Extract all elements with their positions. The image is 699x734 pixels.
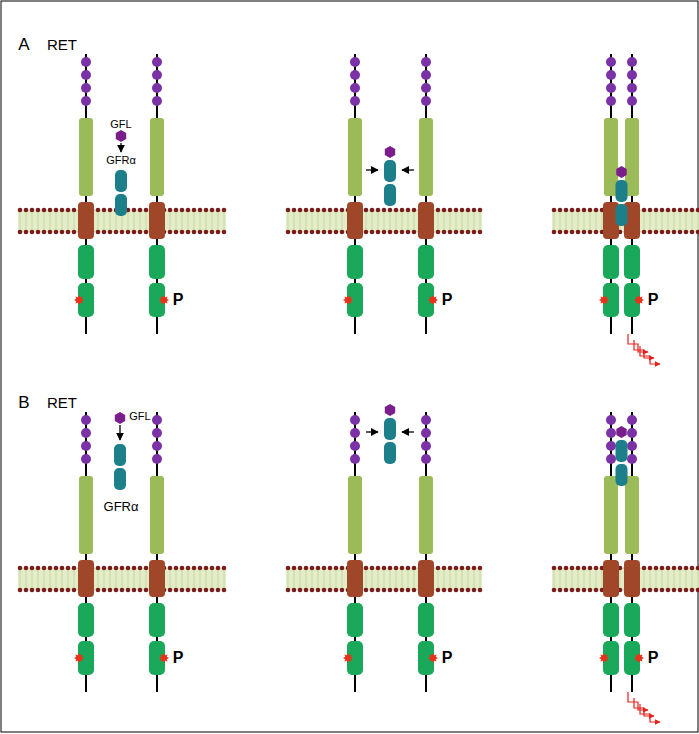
ret-receptor: [149, 54, 165, 334]
gfl-ligand: [616, 426, 626, 438]
phospho-label: P: [442, 292, 453, 308]
membrane: [18, 566, 227, 593]
signal-arrow: [634, 698, 654, 716]
phospho-label: P: [173, 650, 184, 666]
ret-receptor: [78, 54, 94, 334]
phosphate-mark: [343, 295, 353, 305]
motion-arrow: [366, 169, 378, 170]
motion-arrow: [402, 169, 414, 170]
panel-letter: B: [18, 394, 29, 411]
phospho-label: P: [648, 292, 659, 308]
membrane: [286, 208, 483, 235]
phosphate-mark: [634, 653, 644, 663]
motion-arrow: [119, 425, 120, 440]
ret-receptor: [347, 412, 363, 692]
gfl-ligand: [115, 412, 125, 424]
ret-receptor: [347, 54, 363, 334]
ret-receptor: [149, 412, 165, 692]
gfr-alpha: [616, 180, 628, 226]
gfr-alpha: [115, 170, 127, 216]
signal-arrow: [640, 346, 660, 364]
gfr-alpha: [384, 160, 396, 206]
gfl-ligand: [616, 166, 626, 178]
phosphate-mark: [74, 653, 84, 663]
phosphate-mark: [74, 295, 84, 305]
gfl-ligand: [385, 404, 395, 416]
signal-arrow: [634, 340, 654, 358]
motion-arrow: [120, 143, 121, 152]
phosphate-mark: [343, 653, 353, 663]
ligand-label: GFL: [129, 411, 150, 422]
gfl-ligand: [385, 146, 395, 158]
phosphate-mark: [428, 653, 438, 663]
motion-arrow: [402, 431, 414, 432]
ret-receptor: [418, 412, 434, 692]
coreceptor-label: GFRα: [104, 500, 139, 513]
receptor-label: RET: [47, 37, 77, 52]
phosphate-mark: [159, 295, 169, 305]
membrane: [286, 566, 483, 593]
ligand-label: GFL: [110, 119, 131, 130]
panel-letter: A: [18, 36, 29, 53]
phospho-label: P: [173, 292, 184, 308]
ret-receptor: [78, 412, 94, 692]
phosphate-mark: [428, 295, 438, 305]
motion-arrow: [366, 431, 378, 432]
ret-receptor: [418, 54, 434, 334]
phosphate-mark: [599, 295, 609, 305]
phosphate-mark: [599, 653, 609, 663]
receptor-label: RET: [47, 395, 77, 410]
gfr-alpha: [114, 444, 126, 490]
signal-arrow: [628, 692, 648, 710]
gfr-alpha: [384, 418, 396, 464]
phospho-label: P: [648, 650, 659, 666]
coreceptor-label: GFRα: [106, 155, 136, 166]
gfl-ligand: [116, 130, 126, 142]
phosphate-mark: [159, 653, 169, 663]
signal-arrow: [640, 704, 660, 722]
gfr-alpha: [616, 440, 628, 486]
phosphate-mark: [634, 295, 644, 305]
phospho-label: P: [442, 650, 453, 666]
signal-arrow: [628, 334, 648, 352]
